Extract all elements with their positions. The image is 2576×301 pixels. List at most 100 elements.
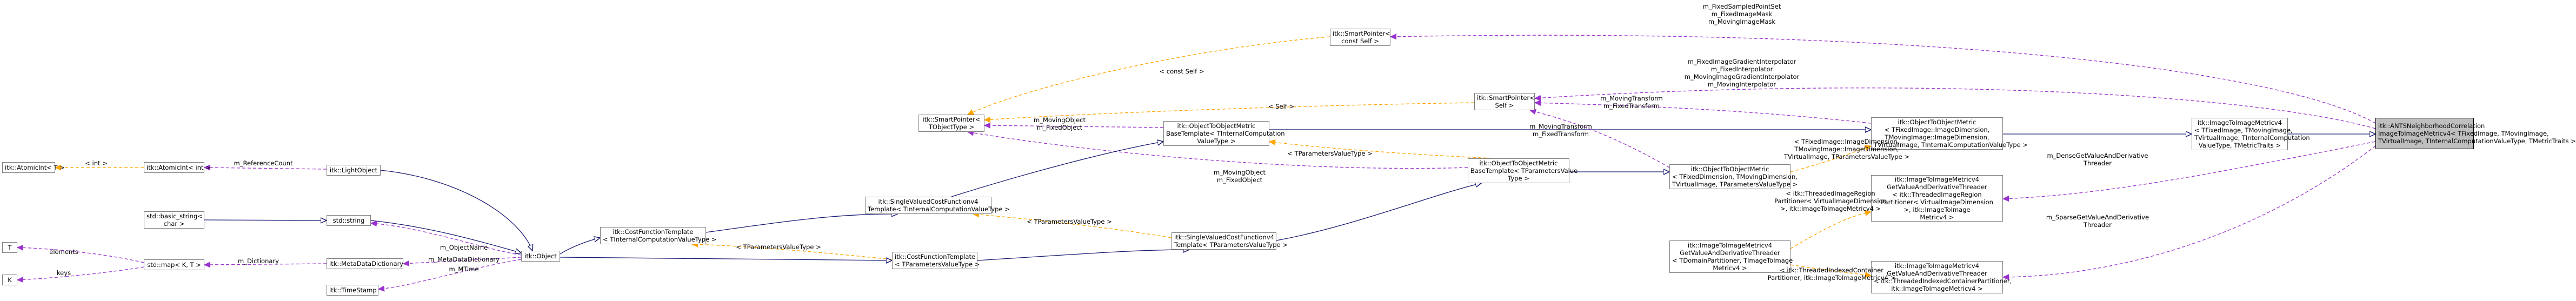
edge-label-threaded-indexed: < itk::ThreadedIndexedContainer Partitio… [1768, 266, 1895, 282]
node-line: itk::ANTSNeighborhoodCorrelation [2378, 122, 2485, 130]
node-line: < TFixedDimension, TMovingDimension, [1672, 173, 1798, 180]
node-line: itk::ObjectToObjectMetric [1177, 122, 1256, 130]
edge-label-line: Threader [2083, 221, 2112, 229]
class-node-std-basic-string[interactable]: std::basic_string< char > [144, 211, 204, 229]
class-node-smartpointer-tobjecttype[interactable]: itk::SmartPointer< TObjectType > [918, 115, 984, 132]
class-node-object-to-object-metric-dims[interactable]: itk::ObjectToObjectMetric < TFixedDimens… [1669, 164, 1798, 189]
edge-label-line: Partitioner, itk::ImageToImageMetricv4 > [1767, 274, 1896, 282]
edge-tpl-self [984, 102, 1475, 120]
edge-label-line: m_FixedImageMask [1711, 10, 1773, 18]
node-line: itk::SingleValuedCostFunctionv4 [1174, 233, 1274, 241]
edge-label-keys: keys [57, 269, 71, 277]
edge-label-line: m_MovingImageGradientInterpolator [1684, 73, 1800, 81]
class-node-smartpointer-self[interactable]: itk::SmartPointer< Self > [1474, 93, 1535, 110]
edge-tpl-svcf4param-to-svcf4int [973, 214, 1172, 238]
node-line: TVirtualImage, TInternalComputationValue… [2378, 137, 2576, 145]
edge-label-fixed-sampled-point-set: m_FixedSampledPointSet m_FixedImageMask … [1703, 3, 1781, 25]
class-node-image-to-image-metricv4[interactable]: itk::ImageToImageMetricv4 < TFixedImage,… [2192, 118, 2310, 150]
node-line: TVirtualImage, TInternalComputationValue… [1874, 141, 2028, 149]
collaboration-diagram [0, 0, 2477, 301]
edge-label-line: < Self > [1268, 103, 1295, 110]
edge-label-tparams-low: < TParametersValueType > [736, 243, 821, 251]
edge-inherit-lightobject-to-object [380, 170, 532, 251]
edge-label-line: TVirtualImage, TParametersValueType > [1783, 153, 1910, 160]
class-node-object-to-object-metric-base-template[interactable]: itk::ObjectToObjectMetric BaseTemplate< … [1468, 158, 1577, 183]
class-node-cost-function-template-internal[interactable]: itk::CostFunctionTemplate < TInternalCom… [600, 227, 716, 244]
node-line: itk::ImageToImageMetricv4 [1687, 242, 1773, 249]
edge-label-moving-fixed-transform-2: m_MovingTransform m_FixedTransform [1529, 123, 1592, 138]
class-node-template-k[interactable]: K [2, 275, 17, 285]
class-node-object-to-object-metric-base-template-internal[interactable]: itk::ObjectToObjectMetric BaseTemplate< … [1163, 121, 1285, 146]
node-line: itk::ObjectToObjectMetric [1479, 159, 1558, 167]
node-line: < TFixedImage::ImageDimension, [1884, 126, 1990, 133]
node-line: BaseTemplate< TInternalComputation [1166, 130, 1285, 137]
edge-use-object-name [371, 223, 522, 256]
node-line: ImageToImageMetricv4< TFixedImage, TMovi… [2378, 130, 2549, 137]
class-node-getvalue-threader-indexed[interactable]: itk::ImageToImageMetricv4 GetValueAndDer… [1871, 261, 2012, 293]
edge-tpl-getvalue-base-to-2 [1790, 264, 1871, 276]
edge-label-dense-threader: m_DenseGetValueAndDerivative Threader [2047, 152, 2148, 167]
edge-label-line: < TFixedImage::ImageDimension, [1794, 138, 1900, 145]
edge-use-interpolators [1535, 88, 2376, 129]
edge-use-reference-count [204, 168, 327, 169]
class-node-ants-neighborhood-correlation[interactable]: itk::ANTSNeighborhoodCorrelation ImageTo… [2375, 118, 2576, 149]
class-node-lightobject[interactable]: itk::LightObject [327, 165, 381, 176]
class-node-getvalue-threader-region[interactable]: itk::ImageToImageMetricv4 GetValueAndDer… [1871, 175, 2003, 222]
node-line: itk::AtomicInt< int > [147, 164, 211, 171]
edge-label-line: TMovingImage::ImageDimension, [1794, 145, 1899, 153]
edge-label-metadata-dictionary: m_MetaDataDictionary [428, 256, 500, 263]
edge-label-line: m_MovingTransform [1529, 123, 1592, 130]
node-line: itk::Object [524, 252, 557, 260]
edge-label-line: m_MovingTransform [1600, 95, 1663, 102]
edge-use-metadata-dictionary [403, 257, 522, 264]
class-node-atomicint-int[interactable]: itk::AtomicInt< int > [144, 162, 211, 173]
edge-label-tparams-top: < TParametersValueType > [1287, 150, 1372, 157]
node-line: < TFixedImage, TMovingImage, [2194, 126, 2293, 134]
class-node-metadatadictionary[interactable]: itk::MetaDataDictionary [327, 258, 403, 269]
edge-label-line: m_FixedObject [1216, 176, 1263, 184]
edge-tpl-const-self [968, 36, 1330, 115]
node-line: itk::ObjectToObjectMetric [1898, 118, 1976, 126]
edge-label-line: m_DenseGetValueAndDerivative [2047, 152, 2148, 159]
edge-label-line: m_ReferenceCount [234, 159, 293, 167]
class-node-atomicint-t[interactable]: itk::AtomicInt< T > [2, 162, 65, 173]
node-line: < itk::ThreadedImageRegion [1892, 191, 1982, 198]
node-line: Template< TParametersValueType > [1174, 241, 1288, 249]
node-line: itk::MetaDataDictionary [329, 260, 404, 267]
edge-use-dictionary [204, 264, 327, 265]
node-line: < itk::ThreadedIndexedContainerPartition… [1874, 277, 2012, 285]
edge-tpl-getvalue-base-to-1 [1790, 212, 1871, 249]
edge-label-const-self: < const Self > [1159, 68, 1204, 75]
edge-use-dense-threader [2003, 141, 2376, 199]
node-line: itk::SmartPointer< [1477, 94, 1535, 102]
edge-label-threaded-region: < itk::ThreadedImageRegion Partitioner< … [1774, 190, 1887, 212]
edge-label-line: m_FixedImageGradientInterpolator [1687, 58, 1796, 65]
node-line: itk::CostFunctionTemplate [613, 228, 694, 236]
edge-label-reference-count: m_ReferenceCount [234, 159, 292, 167]
node-line: itk::CostFunctionTemplate [895, 253, 976, 260]
class-node-std-string[interactable]: std::string [327, 215, 371, 226]
edge-label-line: m_MovingObject [1214, 169, 1266, 176]
edge-label-line: < const Self > [1159, 68, 1204, 75]
class-node-template-t[interactable]: T [2, 242, 17, 253]
class-node-single-valued-cost-function-param[interactable]: itk::SingleValuedCostFunctionv4 Template… [1171, 232, 1288, 250]
edge-inherit-cftparam-to-svcf4param [977, 250, 1189, 261]
node-line: std::basic_string< [147, 212, 203, 220]
node-line: itk::ImageToImageMetricv4 [1894, 262, 1980, 270]
class-node-object-to-object-metric-image-dims[interactable]: itk::ObjectToObjectMetric < TFixedImage:… [1871, 117, 2028, 150]
class-node-getvalue-threader-base[interactable]: itk::ImageToImageMetricv4 GetValueAndDer… [1669, 240, 1793, 273]
edge-label-line: m_MTime [449, 265, 479, 273]
edge-label-line: < TParametersValueType > [1287, 150, 1373, 157]
class-node-std-map[interactable]: std::map< K, T > [144, 259, 204, 270]
class-node-smartpointer-const-self[interactable]: itk::SmartPointer< const Self > [1330, 29, 1390, 46]
node-line: TMovingImage::ImageDimension, [1885, 133, 1989, 141]
node-line: GetValueAndDerivativeThreader [1680, 249, 1780, 257]
node-line: itk::SingleValuedCostFunctionv4 [878, 198, 979, 205]
edge-use-moving-transform [1535, 103, 1872, 124]
node-line: T [8, 244, 12, 251]
class-node-cost-function-template-param[interactable]: itk::CostFunctionTemplate < TParametersV… [892, 252, 980, 269]
class-node-timestamp[interactable]: itk::TimeStamp [327, 285, 378, 296]
class-node-object[interactable]: itk::Object [521, 251, 560, 262]
node-line: ValueType > [1197, 137, 1236, 145]
class-node-single-valued-cost-function-internal[interactable]: itk::SingleValuedCostFunctionv4 Template… [865, 197, 1010, 214]
